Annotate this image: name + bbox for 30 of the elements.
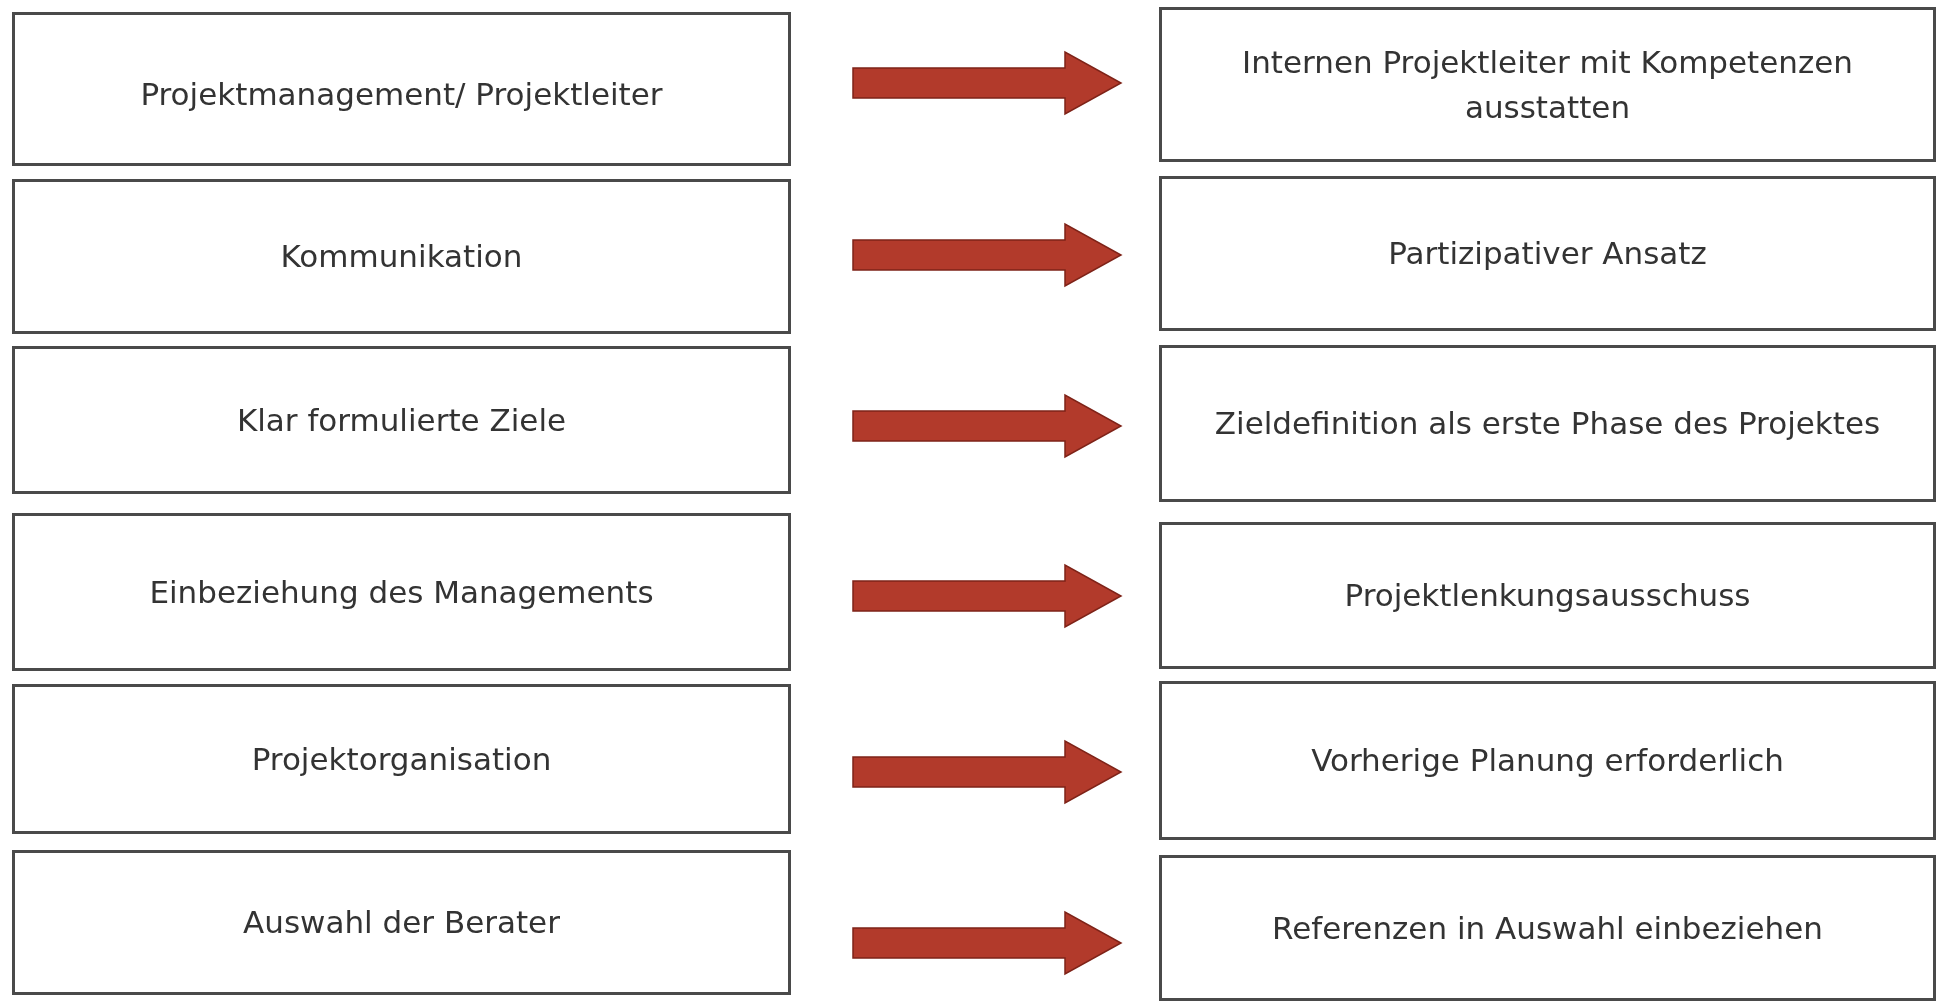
box-label: Zieldefinition als erste Phase des Projektes [1214,404,1881,444]
box-label: Internen Projektleiter mit Kompetenzen ausstatten [1241,42,1854,127]
text-box [1159,522,1936,669]
block-arrow [852,910,1123,976]
text-box [12,346,791,494]
block-arrow [852,563,1123,629]
text-box [1159,176,1936,331]
box-label: Referenzen in Auswahl einbeziehen [1272,908,1823,948]
box-label: Vorherige Planung erforderlich [1311,741,1784,781]
block-arrow [852,739,1123,805]
text-box [12,513,791,671]
box-label: Partizipativer Ansatz [1388,234,1707,274]
text-box [1159,345,1936,502]
box-label: Einbeziehung des Managements [149,572,654,612]
box-label: Auswahl der Berater [243,903,560,943]
block-arrow [852,222,1123,288]
box-label: Projektlenkungsausschuss [1344,576,1751,616]
box-label: Projektorganisation [251,739,552,779]
text-box [12,12,791,166]
text-box [1159,681,1936,840]
block-arrow [852,50,1123,116]
box-label: Kommunikation [280,237,523,277]
text-box [12,850,791,995]
text-box [1159,855,1936,1001]
text-box [12,179,791,334]
text-box [12,684,791,834]
block-arrow [852,393,1123,459]
text-box [1159,7,1936,162]
box-label: Projektmanagement/ Projektleiter [140,74,663,114]
box-label: Klar formulierte Ziele [236,400,567,440]
